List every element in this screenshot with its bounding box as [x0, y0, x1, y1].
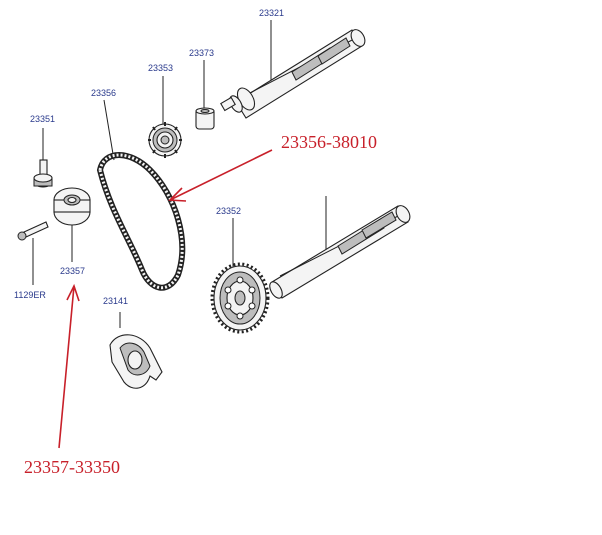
callout-23352: 23352 — [216, 206, 241, 216]
callout-23373: 23373 — [189, 48, 214, 58]
upper-shaft-23321 — [220, 20, 366, 119]
tensioner-pulley-23357 — [53, 187, 91, 262]
belt-annotation-arrow — [168, 149, 273, 202]
tensioner-annotation-arrow — [58, 283, 80, 449]
callout-23356: 23356 — [91, 88, 116, 98]
callout-23141: 23141 — [103, 296, 128, 306]
lower-shaft — [269, 196, 411, 299]
callout-23357: 23357 — [60, 266, 85, 276]
callout-23353: 23353 — [148, 63, 173, 73]
callout-23321: 23321 — [259, 8, 284, 18]
tensioner-part-number-label: 23357-33350 — [24, 457, 120, 477]
belt-part-number-label: 23356-38010 — [281, 132, 377, 152]
bolt-1129er — [17, 221, 49, 285]
callout-23351: 23351 — [30, 114, 55, 124]
timing-belt-23356 — [96, 99, 186, 291]
plate-23141 — [109, 312, 163, 389]
bushing-23373 — [195, 60, 215, 130]
crank-sprocket-23352 — [210, 218, 270, 334]
sprocket-23353 — [148, 76, 182, 158]
bolt-23351 — [33, 128, 53, 188]
callout-1129er: 1129ER — [14, 290, 46, 300]
